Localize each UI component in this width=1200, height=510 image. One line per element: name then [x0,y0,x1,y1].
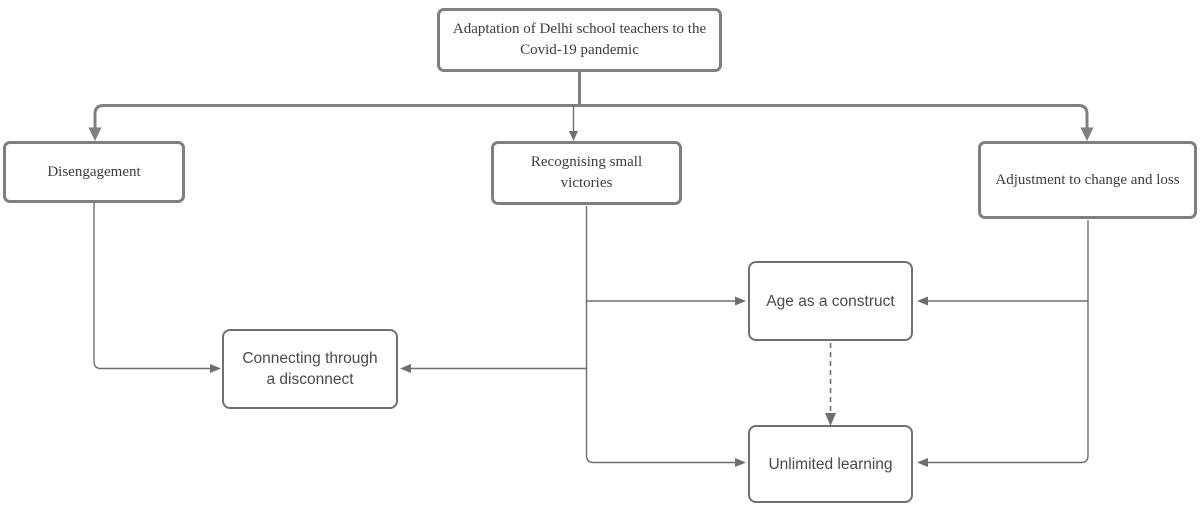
edge-age-to-unlimited-dashed [825,343,836,426]
edge-root-to-disengagement-and-adjustment [88,104,1094,141]
node-small-victories: Recognising small victories [491,141,682,205]
node-root-label: Adaptation of Delhi school teachers to t… [453,19,706,61]
node-unlimited-label: Unlimited learning [768,455,893,473]
node-adjustment: Adjustment to change and loss [978,141,1197,219]
node-root: Adaptation of Delhi school teachers to t… [437,8,722,72]
edge-small-victories-to-age [586,296,746,306]
edge-small-victories-to-unlimited [585,206,746,467]
edge-adjustment-to-age [917,296,1088,306]
node-root-line1: Adaptation of Delhi school teachers to t… [452,21,707,37]
arrowhead-right-connecting [210,364,221,373]
node-connecting: Connecting through a disconnect [222,329,398,409]
arrowhead-down-unlimited [825,413,836,426]
node-unlimited: Unlimited learning [748,425,913,503]
arrowhead-right-age [735,296,746,306]
arrowhead-left-age [917,296,928,306]
arrowhead-down-adjustment [1080,127,1094,141]
arrowhead-down-small-victories [569,131,578,141]
node-root-line2: Covid-19 pandemic [520,42,639,58]
arrowhead-left-connecting [400,364,411,373]
node-age-construct-label: Age as a construct [766,292,895,310]
node-adjustment-label: Adjustment to change and loss [995,171,1180,188]
edge-adjustment-to-unlimited [917,220,1089,467]
node-small-victories-label: Recognising small victories [530,154,643,191]
arrowhead-down-disengagement [88,127,102,141]
node-connecting-label: Connecting through a disconnect [242,350,378,388]
node-disengagement: Disengagement [3,141,185,203]
edge-root-to-small-victories [569,105,578,141]
node-disengagement-label: Disengagement [47,163,141,180]
arrowhead-right-unlimited [735,458,746,467]
node-age-construct: Age as a construct [748,261,913,341]
arrowhead-left-unlimited [917,458,928,467]
edge-disengagement-to-connecting [93,203,221,373]
edge-small-victories-to-connecting [400,364,587,373]
